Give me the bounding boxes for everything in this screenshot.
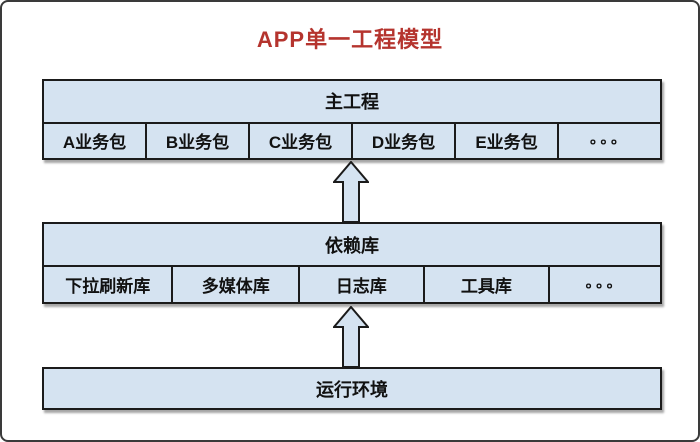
dependency-lib-modules-row: 下拉刷新库 多媒体库 日志库 工具库 。。。 (44, 265, 660, 302)
module-cell: C业务包 (248, 123, 351, 158)
dependency-lib-box: 依赖库 下拉刷新库 多媒体库 日志库 工具库 。。。 (42, 222, 662, 304)
module-cell: B业务包 (145, 123, 248, 158)
ellipsis-more-libraries: 。。。 (585, 274, 625, 292)
library-cell: 下拉刷新库 (65, 277, 151, 297)
library-cell: 日志库 (298, 267, 423, 302)
runtime-label: 运行环境 (316, 379, 388, 400)
main-project-label: 主工程 (325, 92, 379, 113)
main-project-box: 主工程 A业务包 B业务包 C业务包 D业务包 E业务包 。。。 (42, 79, 662, 160)
module-cell: D业务包 (351, 123, 454, 158)
ellipsis-more-modules: 。。。 (589, 130, 629, 148)
dependency-lib-label: 依赖库 (325, 235, 379, 256)
module-cell: A业务包 (62, 133, 127, 153)
module-cell: E业务包 (454, 123, 557, 158)
main-project-modules-row: A业务包 B业务包 C业务包 D业务包 E业务包 。。。 (44, 121, 660, 158)
library-cell: 工具库 (422, 267, 549, 302)
up-arrow-icon (333, 306, 369, 368)
diagram-title: APP单一工程模型 (256, 27, 444, 52)
up-arrow-icon (333, 161, 369, 223)
library-cell: 多媒体库 (171, 267, 298, 302)
runtime-box: 运行环境 (42, 367, 662, 410)
